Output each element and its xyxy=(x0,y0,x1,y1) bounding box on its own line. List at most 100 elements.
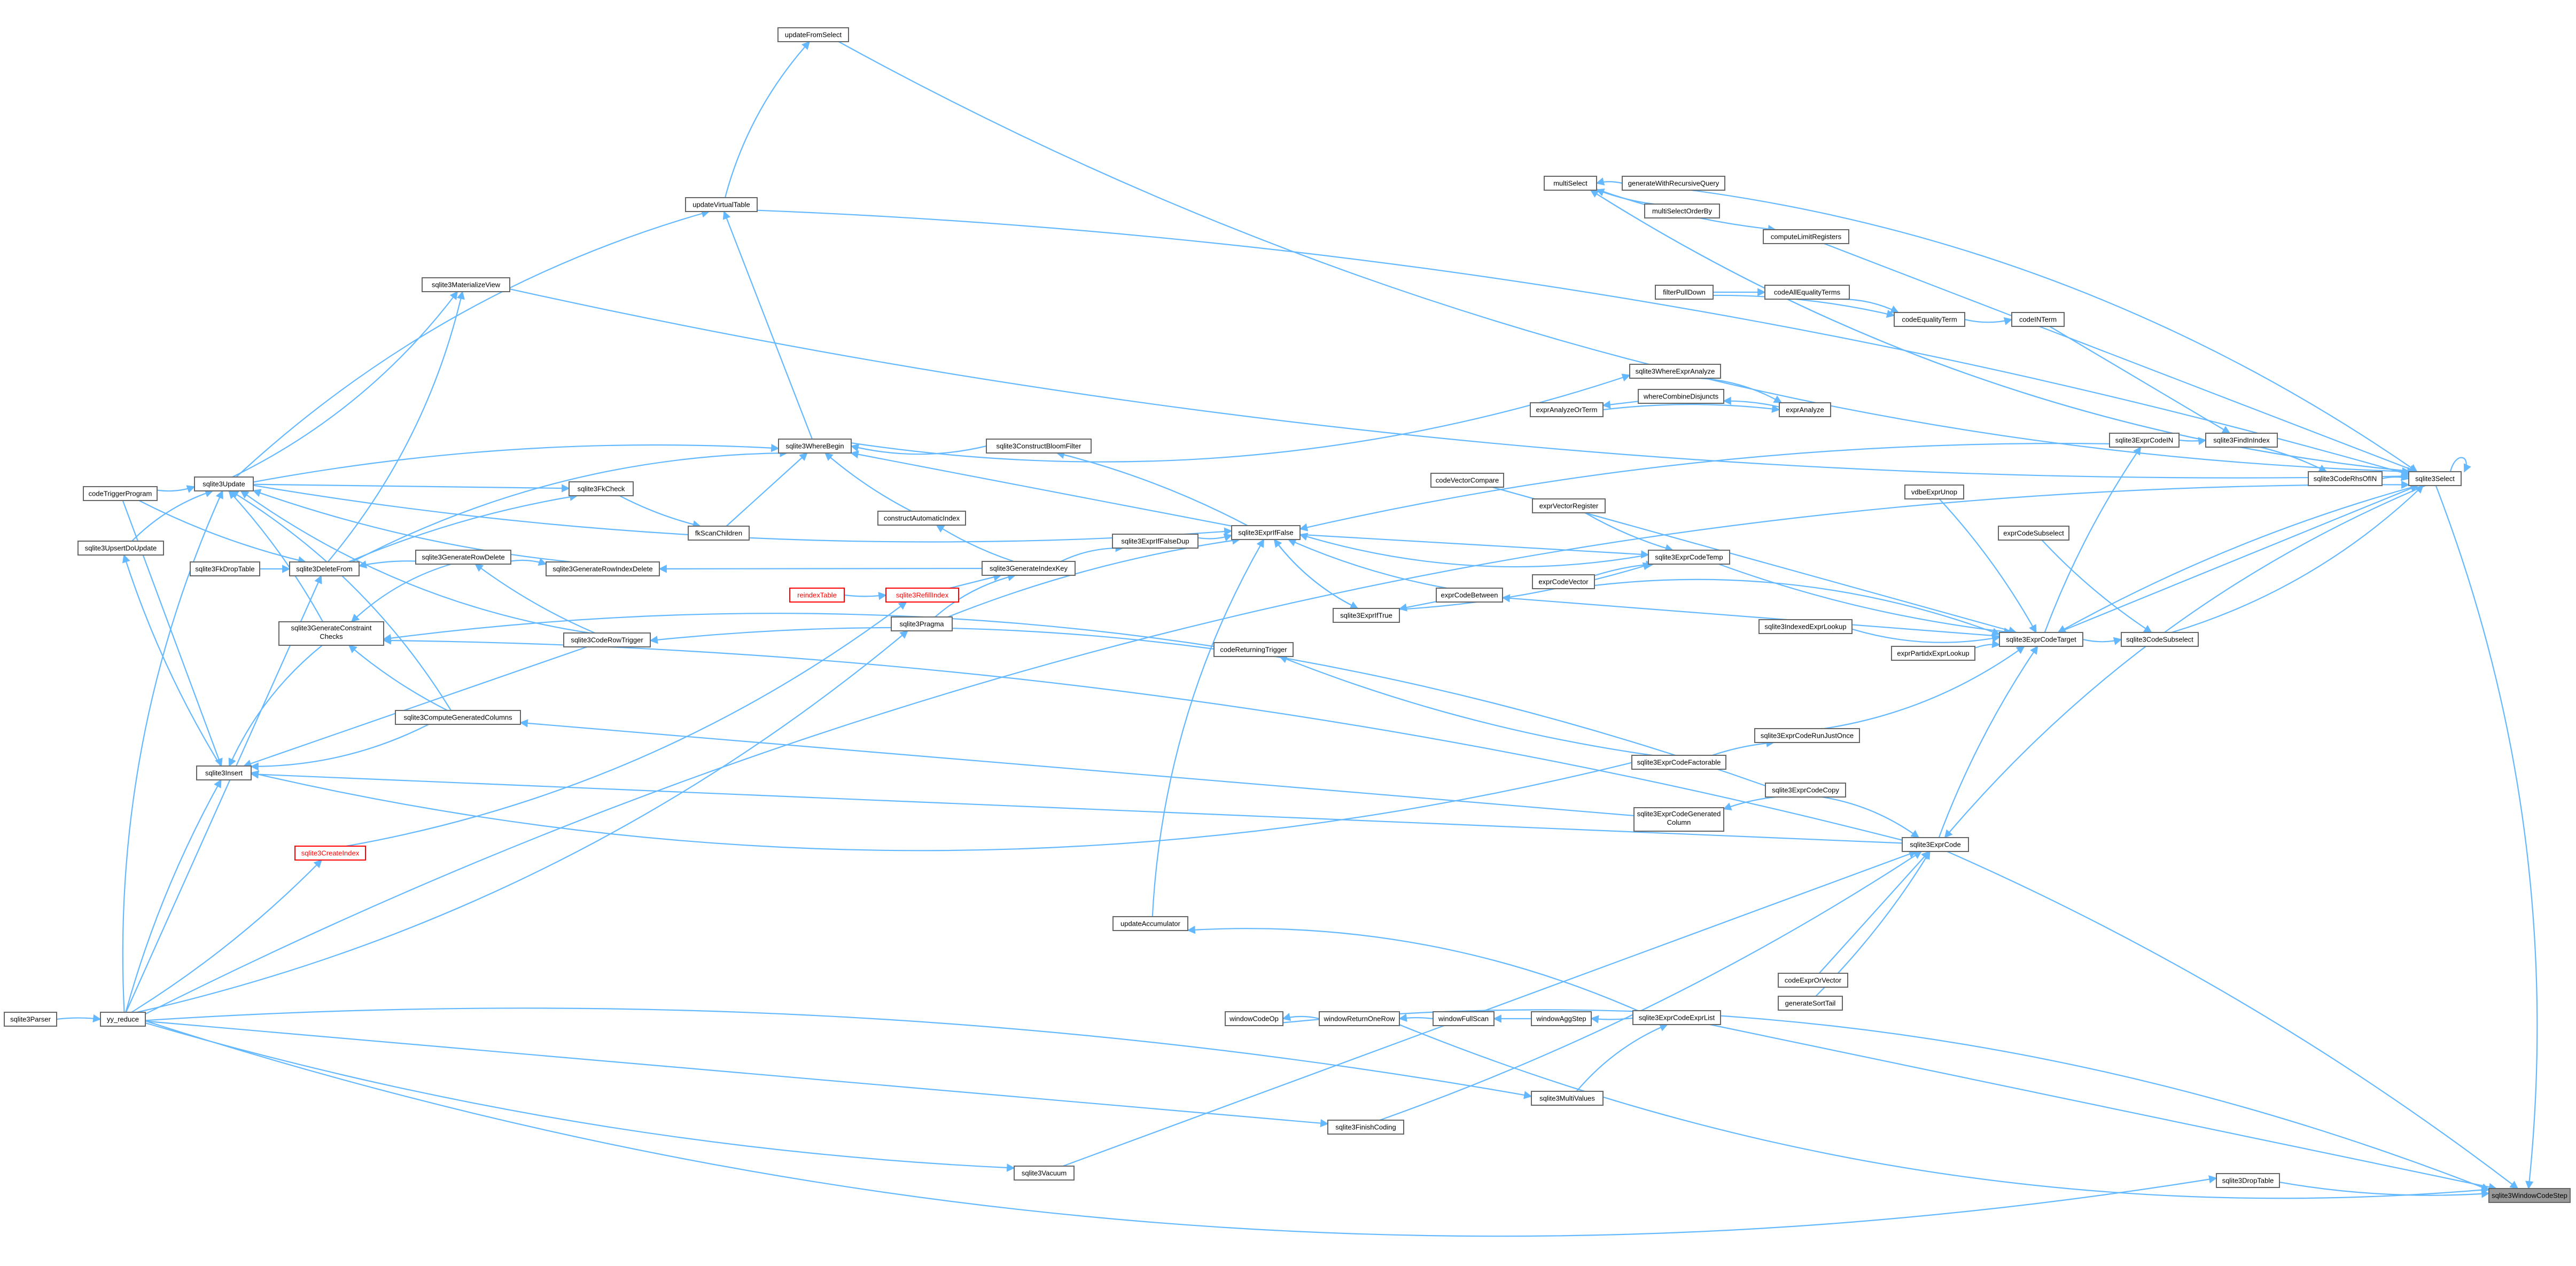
node-sqlite3WhereExprAnalyze[interactable]: sqlite3WhereExprAnalyze xyxy=(1629,364,1721,379)
node-sqlite3Parser[interactable]: sqlite3Parser xyxy=(4,1012,57,1027)
node-box xyxy=(891,616,953,631)
edge-exprAnalyzeOrTerm-to-exprAnalyze xyxy=(1602,404,1780,413)
node-label: sqlite3ExprCodeRunJustOnce xyxy=(1761,732,1854,740)
node-updateFromSelect[interactable]: updateFromSelect xyxy=(777,27,849,42)
node-box xyxy=(289,561,360,576)
node-exprCodeSubselect[interactable]: exprCodeSubselect xyxy=(1998,526,2069,541)
node-sqlite3WhereBegin[interactable]: sqlite3WhereBegin xyxy=(778,439,852,454)
node-sqlite3IndexedExprLookup[interactable]: sqlite3IndexedExprLookup xyxy=(1758,619,1853,634)
node-sqlite3FinishCoding[interactable]: sqlite3FinishCoding xyxy=(1327,1120,1404,1135)
edge-sqlite3ExprCode-to-sqlite3GenerateConstraintChecks xyxy=(383,636,1903,841)
node-sqlite3Insert[interactable]: sqlite3Insert xyxy=(196,765,252,780)
node-multiSelectOrderBy[interactable]: multiSelectOrderBy xyxy=(1644,204,1720,218)
node-sqlite3FkCheck[interactable]: sqlite3FkCheck xyxy=(569,481,634,496)
edge-sqlite3ExprCodeIN-to-sqlite3FindInIndex xyxy=(2178,437,2207,446)
node-sqlite3ExprIfFalseDup[interactable]: sqlite3ExprIfFalseDup xyxy=(1112,534,1198,549)
node-sqlite3ExprIfTrue[interactable]: sqlite3ExprIfTrue xyxy=(1333,608,1400,623)
node-sqlite3CodeSubselect[interactable]: sqlite3CodeSubselect xyxy=(2121,632,2199,647)
edge-sqlite3Insert-to-sqlite3UpsertDoUpdate xyxy=(122,554,221,767)
node-codeExprOrVector[interactable]: codeExprOrVector xyxy=(1778,973,1848,988)
node-sqlite3ExprCodeTemp[interactable]: sqlite3ExprCodeTemp xyxy=(1648,550,1730,565)
node-sqlite3CreateIndex[interactable]: sqlite3CreateIndex xyxy=(294,846,366,861)
node-windowCodeOp[interactable]: windowCodeOp xyxy=(1225,1011,1283,1026)
node-label: reindexTable xyxy=(797,591,837,599)
node-sqlite3RefillIndex[interactable]: sqlite3RefillIndex xyxy=(885,588,959,603)
node-sqlite3ExprCodeIN[interactable]: sqlite3ExprCodeIN xyxy=(2109,433,2180,448)
node-box xyxy=(1631,755,1726,770)
node-sqlite3Update[interactable]: sqlite3Update xyxy=(194,476,254,491)
node-sqlite3Vacuum[interactable]: sqlite3Vacuum xyxy=(1014,1166,1075,1181)
edge-yy_reduce-to-sqlite3Vacuum xyxy=(145,1022,1015,1172)
node-codeINTerm[interactable]: codeINTerm xyxy=(2011,312,2065,327)
node-sqlite3ExprCodeExprList[interactable]: sqlite3ExprCodeExprList xyxy=(1632,1010,1721,1025)
node-constructAutomaticIndex[interactable]: constructAutomaticIndex xyxy=(877,511,966,526)
node-codeTriggerProgram[interactable]: codeTriggerProgram xyxy=(83,486,158,501)
node-box xyxy=(986,439,1092,454)
node-sqlite3MaterializeView[interactable]: sqlite3MaterializeView xyxy=(422,277,510,292)
node-sqlite3ExprIfFalse[interactable]: sqlite3ExprIfFalse xyxy=(1231,525,1301,540)
node-sqlite3ExprCodeCopy[interactable]: sqlite3ExprCodeCopy xyxy=(1765,783,1846,798)
node-exprCodeVector[interactable]: exprCodeVector xyxy=(1532,574,1595,589)
node-box xyxy=(294,846,366,861)
node-updateVirtualTable[interactable]: updateVirtualTable xyxy=(685,197,758,212)
node-sqlite3ComputeGeneratedColumns[interactable]: sqlite3ComputeGeneratedColumns xyxy=(395,710,521,725)
node-sqlite3ExprCodeTarget[interactable]: sqlite3ExprCodeTarget xyxy=(1999,632,2083,647)
node-sqlite3ConstructBloomFilter[interactable]: sqlite3ConstructBloomFilter xyxy=(986,439,1092,454)
node-label: windowReturnOneRow xyxy=(1324,1015,1396,1023)
node-sqlite3Pragma[interactable]: sqlite3Pragma xyxy=(891,616,953,631)
edge-windowCodeOp-to-sqlite3WindowCodeStep xyxy=(1282,1009,2490,1191)
node-sqlite3GenerateIndexKey[interactable]: sqlite3GenerateIndexKey xyxy=(982,561,1076,576)
node-reindexTable[interactable]: reindexTable xyxy=(789,588,845,603)
node-sqlite3ExprCodeFactorable[interactable]: sqlite3ExprCodeFactorable xyxy=(1631,755,1726,770)
node-sqlite3ExprCode[interactable]: sqlite3ExprCode xyxy=(1902,837,1969,852)
node-exprVectorRegister[interactable]: exprVectorRegister xyxy=(1532,498,1606,513)
node-box xyxy=(1765,783,1846,798)
node-windowReturnOneRow[interactable]: windowReturnOneRow xyxy=(1319,1011,1400,1026)
node-generateWithRecursiveQuery[interactable]: generateWithRecursiveQuery xyxy=(1622,176,1725,191)
node-label: codeAllEqualityTerms xyxy=(1774,288,1841,296)
node-exprPartidxExprLookup[interactable]: exprPartidxExprLookup xyxy=(1891,646,1975,661)
node-exprAnalyze[interactable]: exprAnalyze xyxy=(1779,402,1831,417)
node-label: sqlite3CodeRowTrigger xyxy=(571,636,643,644)
node-sqlite3FkDropTable[interactable]: sqlite3FkDropTable xyxy=(190,561,260,576)
node-sqlite3DropTable[interactable]: sqlite3DropTable xyxy=(2216,1173,2280,1188)
node-sqlite3GenerateRowIndexDelete[interactable]: sqlite3GenerateRowIndexDelete xyxy=(546,561,660,576)
node-sqlite3CodeRhsOfIN[interactable]: sqlite3CodeRhsOfIN xyxy=(2308,471,2383,486)
node-windowAggStep[interactable]: windowAggStep xyxy=(1531,1011,1592,1026)
node-generateSortTail[interactable]: generateSortTail xyxy=(1778,996,1843,1011)
node-box xyxy=(1319,1011,1400,1026)
node-sqlite3WindowCodeStep[interactable]: sqlite3WindowCodeStep xyxy=(2488,1188,2571,1203)
node-sqlite3DeleteFrom[interactable]: sqlite3DeleteFrom xyxy=(289,561,360,576)
node-computeLimitRegisters[interactable]: computeLimitRegisters xyxy=(1763,229,1849,244)
node-updateAccumulator[interactable]: updateAccumulator xyxy=(1112,916,1188,931)
node-whereCombineDisjuncts[interactable]: whereCombineDisjuncts xyxy=(1638,389,1724,404)
node-sqlite3UpsertDoUpdate[interactable]: sqlite3UpsertDoUpdate xyxy=(77,541,164,556)
node-yy_reduce[interactable]: yy_reduce xyxy=(100,1012,146,1027)
node-exprCodeBetween[interactable]: exprCodeBetween xyxy=(1436,588,1503,603)
node-label: exprAnalyze xyxy=(1786,406,1824,414)
node-sqlite3MultiValues[interactable]: sqlite3MultiValues xyxy=(1531,1091,1604,1106)
edge-sqlite3ExprCodeTarget-to-sqlite3Select xyxy=(2058,484,2419,634)
node-sqlite3CodeRowTrigger[interactable]: sqlite3CodeRowTrigger xyxy=(563,632,651,647)
node-sqlite3ExprCodeRunJustOnce[interactable]: sqlite3ExprCodeRunJustOnce xyxy=(1754,728,1860,743)
node-multiSelect[interactable]: multiSelect xyxy=(1544,176,1597,191)
node-exprAnalyzeOrTerm[interactable]: exprAnalyzeOrTerm xyxy=(1530,402,1604,417)
node-label: sqlite3Vacuum xyxy=(1022,1169,1067,1177)
node-fkScanChildren[interactable]: fkScanChildren xyxy=(688,526,750,541)
node-filterPullDown[interactable]: filterPullDown xyxy=(1655,285,1714,300)
edge-sqlite3ExprCode-to-sqlite3ExprCodeTarget xyxy=(1938,645,2038,838)
node-sqlite3GenerateRowDelete[interactable]: sqlite3GenerateRowDelete xyxy=(415,550,511,565)
node-codeAllEqualityTerms[interactable]: codeAllEqualityTerms xyxy=(1764,285,1850,300)
node-vdbeExprUnop[interactable]: vdbeExprUnop xyxy=(1904,484,1964,499)
node-label: Column xyxy=(1667,818,1691,826)
node-sqlite3FindInIndex[interactable]: sqlite3FindInIndex xyxy=(2205,433,2278,448)
node-box xyxy=(1638,389,1724,404)
node-codeVectorCompare[interactable]: codeVectorCompare xyxy=(1430,473,1504,488)
node-windowFullScan[interactable]: windowFullScan xyxy=(1433,1011,1495,1026)
node-codeEqualityTerm[interactable]: codeEqualityTerm xyxy=(1894,312,1965,327)
node-label: sqlite3ExprIfFalse xyxy=(1238,529,1293,537)
node-codeReturningTrigger[interactable]: codeReturningTrigger xyxy=(1213,642,1294,657)
node-sqlite3Select[interactable]: sqlite3Select xyxy=(2408,471,2462,486)
